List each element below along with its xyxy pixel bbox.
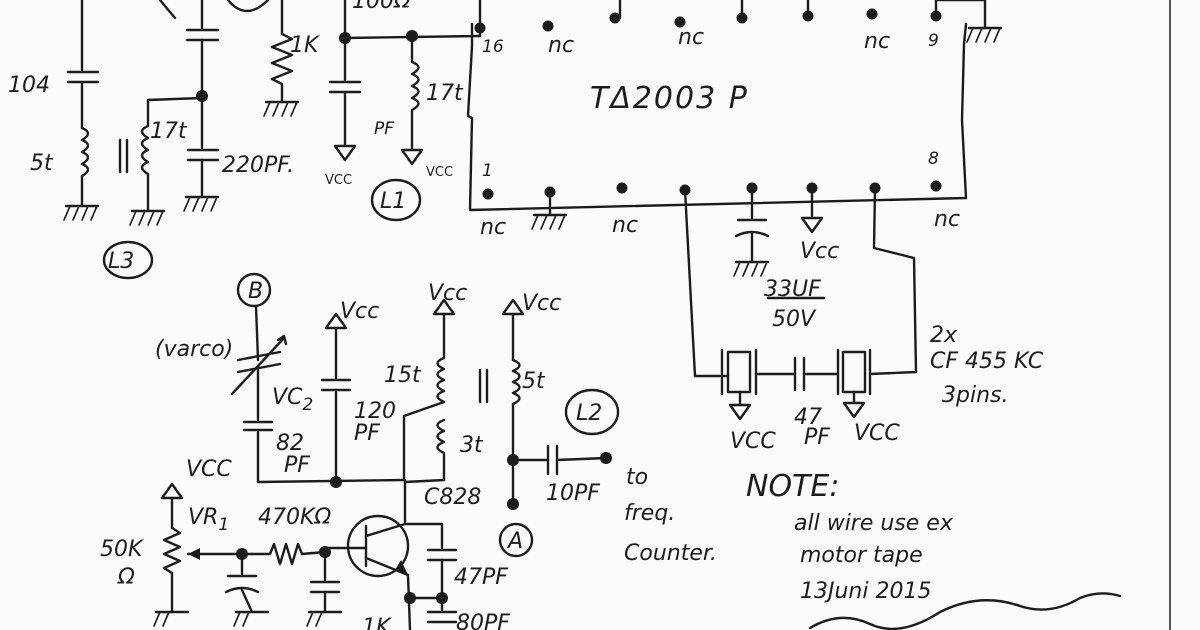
c-47-label: 47 [794, 405, 822, 430]
c-33uf-label: 33UF [764, 277, 821, 302]
c-82-pf-label: PF [284, 453, 310, 478]
vr-50k-unit-label: Ω [117, 565, 135, 590]
vr-50k-label: 50K [100, 537, 144, 562]
tag-l3: L3 [108, 249, 134, 274]
vcc-label-cf-2: VCC [854, 421, 900, 446]
l3-primary-label: 5t [30, 151, 54, 176]
to-freq-label-1: to [626, 465, 648, 490]
c-47pf-label: 47PF [454, 565, 508, 590]
ic-pin-8: 8 [928, 149, 939, 169]
vr1-label: VR1 [188, 505, 229, 535]
c-220-pf-label: PF [374, 119, 394, 139]
vcc-label-5t: Vcc [522, 291, 561, 316]
to-freq-label-2: freq. [624, 501, 675, 526]
vc2-label: VC2 [272, 385, 313, 415]
l-15t-label: 15t [384, 363, 422, 388]
note-line-1: all wire use ex [794, 511, 954, 536]
cf-pins-label: 3pins. [942, 383, 1008, 408]
r-1k-bottom-label: 1K [362, 615, 392, 630]
c-82-label: 82 [276, 431, 304, 456]
c-120-pf-label: PF [354, 421, 380, 446]
nc-label-top-1: nc [548, 33, 574, 58]
tag-l2: L2 [576, 401, 602, 426]
l3-secondary-label: 17t [150, 119, 188, 144]
c-80pf-label: 80PF [456, 611, 510, 630]
to-freq-label-3: Counter. [624, 541, 717, 566]
c-120-label: 120 [354, 399, 396, 424]
nc-label-bottom-3: nc [934, 207, 960, 232]
note-title: NOTE: [746, 469, 839, 504]
varco-label: (varco) [155, 337, 233, 362]
ic-pin-1: 1 [482, 161, 493, 181]
cf-value-label: CF 455 KC [930, 349, 1044, 374]
nc-label-top-2: nc [678, 25, 704, 50]
c-220pf-left-label: 220PF. [222, 153, 294, 178]
transistor-label: C828 [424, 485, 481, 510]
l-5t-label: 5t [522, 369, 546, 394]
c-10pf-label: 10PF [546, 481, 600, 506]
ic-pin-16: 16 [482, 37, 504, 57]
ic-name: TΔ2003 P [590, 81, 749, 116]
r-top-value-label: 100Ω [352, 0, 411, 14]
l3-section [66, 0, 270, 212]
ic-pin-9: 9 [928, 31, 939, 51]
tag-l1: L1 [380, 189, 406, 214]
signature-scribble [808, 592, 1122, 630]
r-1k-top-label: 1K [290, 33, 320, 58]
ground-symbols [63, 26, 1003, 627]
labels: 104 5t 17t 220PF. 1K 100Ω PF 17t VCC VCC… [8, 0, 1122, 630]
nc-label-top-3: nc [864, 29, 890, 54]
c-33uf-voltage-label: 50V [772, 307, 817, 332]
ic-ta2003p [466, 0, 987, 217]
c-104-label: 104 [8, 73, 50, 98]
circled-tags [102, 178, 620, 436]
cf-count-label: 2x [930, 323, 958, 348]
note-date: 13Juni 2015 [800, 579, 931, 604]
l1-section [270, 0, 482, 166]
vcc-label-1: VCC [325, 173, 352, 188]
r-470k-label: 470KΩ [258, 505, 331, 530]
c-47-pf-label: PF [804, 425, 830, 450]
vcc-label-120: Vcc [340, 299, 379, 324]
nc-label-bottom-1: nc [480, 215, 506, 240]
l-3t-label: 3t [460, 433, 484, 458]
vcc-label-ic: Vcc [800, 239, 839, 264]
oscillator-section [160, 272, 612, 630]
note-line-2: motor tape [800, 543, 923, 568]
vcc-label-vr1: VCC [186, 457, 232, 482]
vcc-label-15t: Vcc [428, 281, 467, 306]
tag-a: A [506, 529, 523, 554]
nc-label-bottom-2: nc [612, 213, 638, 238]
l1-turns-label: 17t [426, 81, 464, 106]
tag-b: B [248, 279, 263, 304]
filter-section [683, 186, 918, 421]
vcc-label-2: VCC [426, 165, 453, 180]
vcc-label-cf-1: VCC [730, 429, 776, 454]
